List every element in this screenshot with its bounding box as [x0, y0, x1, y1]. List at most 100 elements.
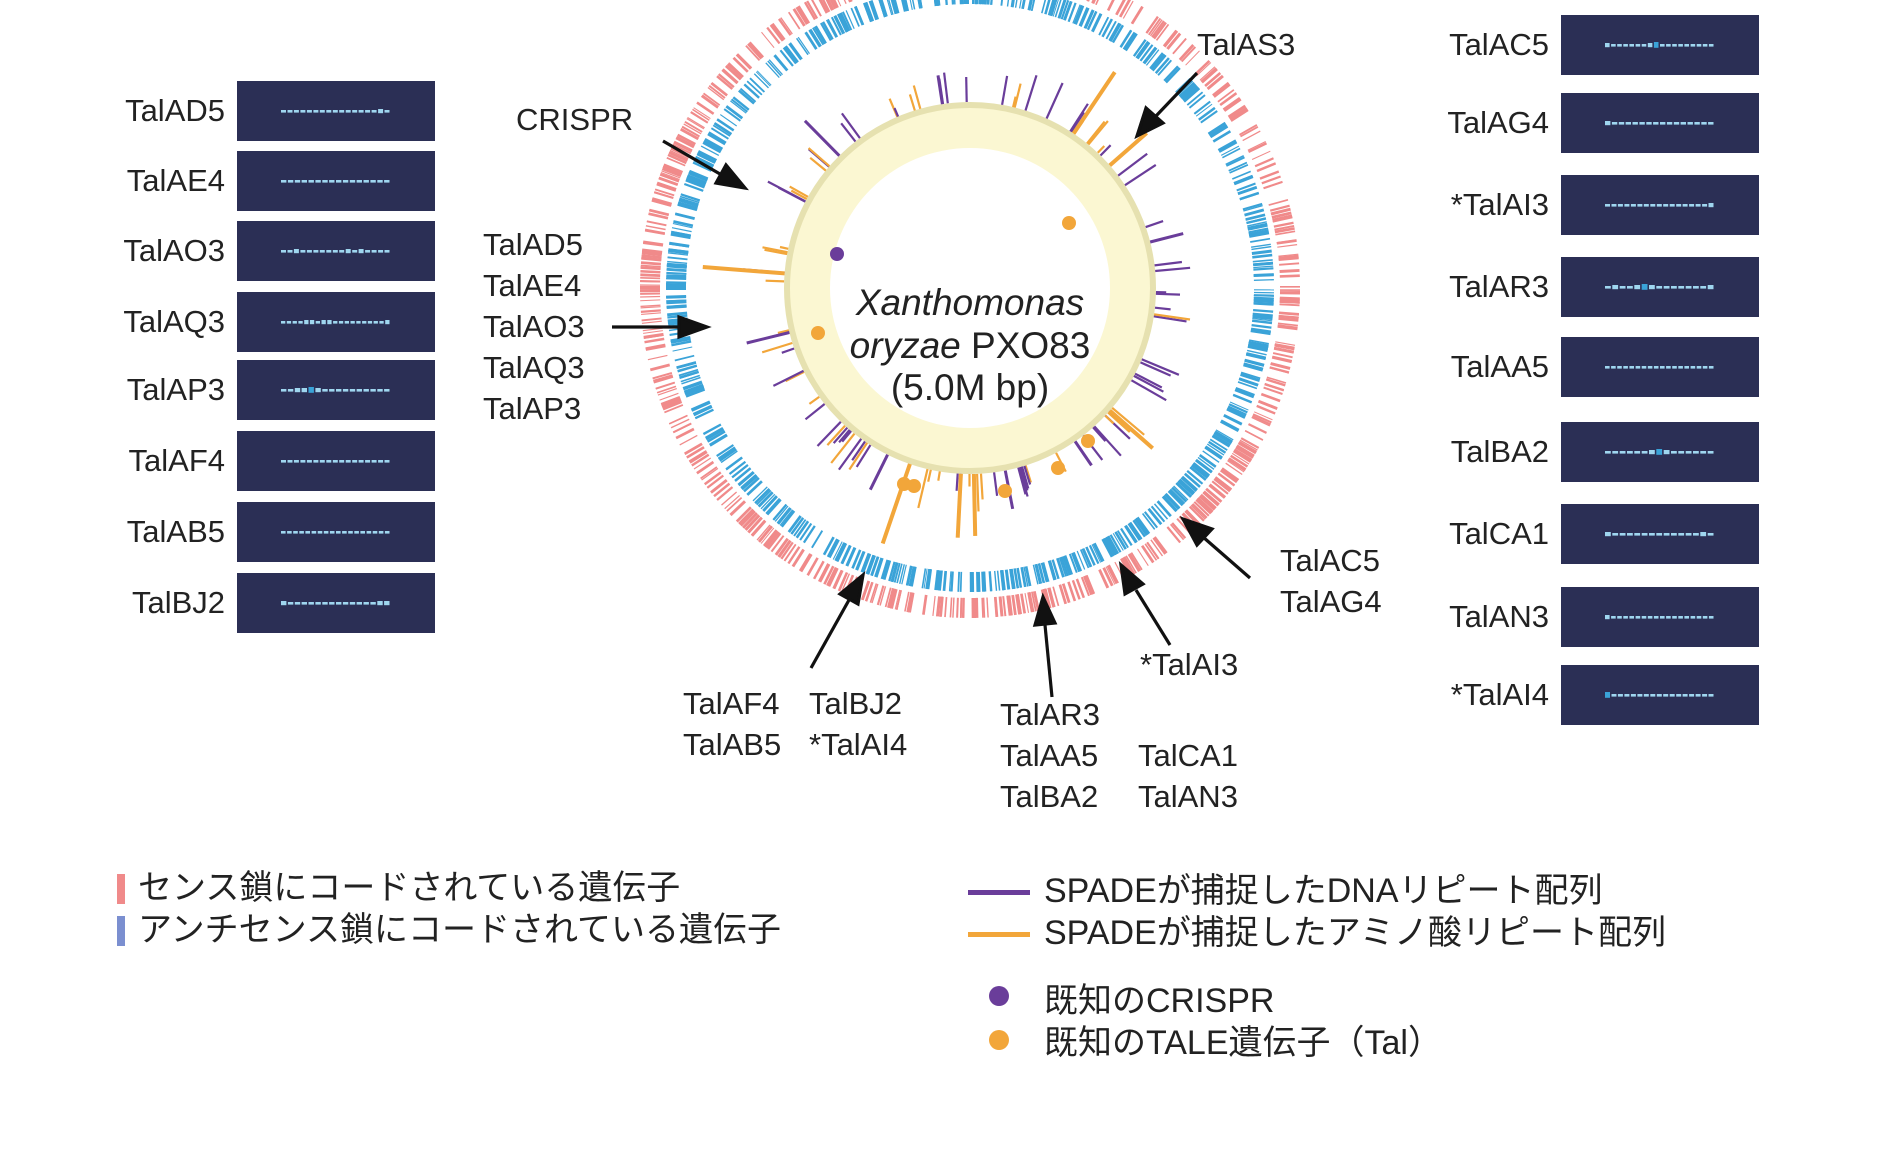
ring-tick [841, 430, 852, 443]
ring-tick [708, 433, 728, 446]
ring-tick [971, 473, 978, 536]
ring-tick [793, 519, 806, 537]
ring-tick [926, 569, 931, 590]
ring-tick [702, 265, 785, 276]
ring-tick [680, 128, 699, 140]
ring-tick [688, 172, 708, 182]
ring-tick [760, 527, 775, 544]
ring-tick [1181, 85, 1199, 101]
ring-tick [641, 251, 662, 257]
ring-tick [871, 0, 880, 20]
ring-tick [1011, 594, 1017, 616]
thumbnail-mark [384, 110, 390, 113]
thumbnail-mark [1627, 286, 1633, 289]
ring-tick [1179, 82, 1196, 98]
ring-tick [1173, 485, 1189, 501]
thumbnail-mark [1641, 451, 1648, 454]
ring-tick [809, 28, 822, 48]
ring-tick [1275, 341, 1296, 346]
ring-tick [701, 467, 719, 481]
ring-tick [792, 8, 806, 27]
thumbnail-plot [1605, 121, 1714, 126]
ring-tick [669, 242, 690, 248]
ring-tick [850, 7, 860, 27]
thumbnail-mark [1690, 366, 1696, 369]
thumbnail-mark [378, 460, 384, 463]
ring-tick [721, 491, 738, 506]
ring-tick [828, 567, 839, 587]
ring-tick [808, 29, 821, 48]
ring-tick [1251, 415, 1271, 426]
thumbnail-mark [371, 110, 377, 113]
thumbnail-mark [293, 460, 299, 463]
thumbnail-mark [1624, 694, 1630, 697]
ring-tick [700, 466, 718, 480]
ring-tick [1020, 466, 1030, 489]
ring-tick [704, 137, 724, 150]
ring-tick [1143, 511, 1159, 529]
ring-tick [640, 309, 661, 313]
ring-tick [1279, 296, 1300, 300]
callout-right-group: TalAC5 TalAG4 [1280, 545, 1382, 617]
ring-tick [1273, 348, 1294, 354]
ring-tick [1188, 505, 1205, 522]
ring-tick [685, 177, 706, 188]
arrowhead-crispr [713, 162, 749, 191]
ring-tick [685, 388, 706, 398]
ring-tick [1209, 439, 1228, 451]
ring-tick [703, 471, 722, 486]
thumbnail-plot [1605, 532, 1714, 537]
ring-tick [1092, 426, 1107, 442]
ring-tick [1251, 243, 1271, 248]
ring-tick [901, 564, 907, 585]
thumbnail-mark [1676, 204, 1682, 207]
ring-tick [1248, 229, 1269, 237]
ring-tick [1043, 588, 1051, 609]
ring-tick [1120, 527, 1133, 546]
thumbnail-mark [1682, 694, 1688, 697]
thumbnail-mark [306, 250, 312, 253]
ring-tick [1228, 161, 1248, 172]
ring-tick [821, 21, 834, 41]
ring-tick [1120, 30, 1133, 48]
ring-tick [691, 400, 711, 412]
ring-tick [1236, 182, 1256, 192]
ring-tick [791, 517, 805, 535]
ring-tick [1019, 0, 1022, 9]
thumbnail-mark [1672, 44, 1677, 47]
ring-tick [1263, 386, 1283, 395]
arrowhead-bottom-mid [1032, 592, 1058, 627]
thumbnail-mark [1689, 204, 1695, 207]
ring-tick [680, 193, 701, 202]
thumbnail-mark [354, 531, 359, 534]
ring-tick [1247, 224, 1268, 230]
ring-tick [1261, 175, 1281, 185]
ring-tick [666, 275, 687, 280]
thumbnail-plot [281, 180, 390, 183]
ring-tick [1252, 261, 1273, 266]
thumbnail-mark [1696, 366, 1702, 369]
thumbnail-mark [1702, 44, 1708, 47]
ring-tick [670, 233, 691, 240]
thumbnail-mark [367, 321, 373, 324]
ring-tick [747, 517, 763, 534]
ring-tick [670, 337, 691, 343]
ring-tick [640, 276, 661, 280]
ring-tick [989, 571, 993, 592]
thumbnail-mark [319, 250, 325, 253]
callout-bottom-mid-b: TalCA1 TalAN3 [1138, 740, 1238, 812]
repeat-thumbnail [1561, 175, 1759, 235]
thumbnail-mark [301, 388, 307, 393]
ring-tick [976, 473, 980, 512]
ring-tick [884, 587, 892, 608]
ring-tick [910, 566, 917, 587]
ring-tick [855, 550, 866, 571]
thumbnail-mark [1684, 366, 1689, 369]
ring-tick [888, 0, 894, 15]
thumbnail-mark [1707, 451, 1714, 454]
ring-tick [982, 597, 986, 618]
ring-tick [816, 421, 842, 447]
thumbnail-mark [1641, 284, 1648, 290]
ring-tick [936, 596, 942, 617]
ring-tick [795, 37, 809, 56]
